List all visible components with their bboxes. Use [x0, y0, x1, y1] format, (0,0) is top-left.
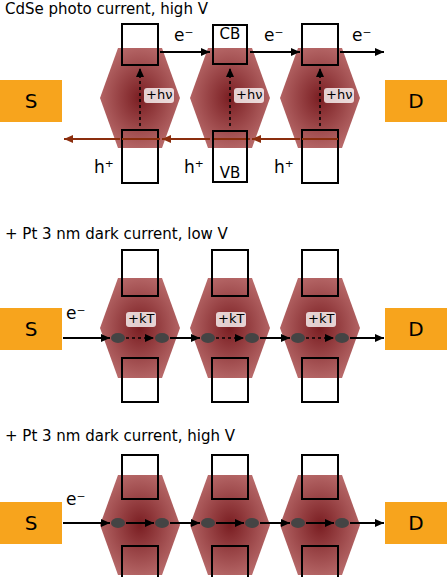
nanocrystal [100, 475, 360, 575]
node-text: D [408, 90, 423, 112]
thermal-energy-label: +kT [126, 312, 156, 327]
nanocrystal [100, 48, 360, 148]
thermal-hop-arrow [126, 337, 334, 339]
electron-arrow [160, 51, 384, 53]
node-text: CB [220, 26, 241, 43]
source-electrode: S [0, 308, 62, 350]
drain-electrode: D [385, 308, 447, 350]
excitation-arrow [140, 68, 320, 126]
electron-arrow [63, 522, 384, 524]
photon-label: +hν [324, 88, 354, 103]
hole-arrow [64, 138, 338, 140]
electron-label: e⁻ [174, 26, 193, 46]
band-box [122, 250, 338, 402]
electron-label: e⁻ [66, 490, 85, 510]
valence-band-box: VB [212, 130, 248, 183]
node-text: VB [220, 165, 241, 182]
drain-electrode: D [385, 502, 447, 544]
band-box [122, 455, 338, 577]
electron-label: e⁻ [264, 26, 283, 46]
electron-arrow [63, 337, 384, 339]
nanocrystal [100, 278, 360, 378]
source-electrode: S [0, 80, 62, 122]
node-text: D [408, 318, 423, 340]
electron-label: e⁻ [352, 26, 371, 46]
hole-label: h⁺ [94, 158, 114, 178]
node-text: S [25, 318, 38, 340]
conduction-band-box: CB [212, 24, 248, 65]
node-text: D [408, 512, 423, 534]
thermal-energy-label: +kT [306, 312, 336, 327]
hole-label: h⁺ [274, 158, 294, 178]
panel-heading: + Pt 3 nm dark current, high V [5, 428, 235, 445]
pt-particle [111, 333, 349, 343]
hole-label: h⁺ [184, 158, 204, 178]
node-text: S [25, 512, 38, 534]
drain-electrode: D [385, 80, 447, 122]
photon-label: +hν [144, 88, 174, 103]
photon-label: +hν [234, 88, 264, 103]
pt-particle [111, 518, 349, 528]
panel-heading: CdSe photo current, high V [5, 1, 208, 18]
band-box [122, 24, 338, 183]
node-text: S [25, 90, 38, 112]
electron-label: e⁻ [66, 304, 85, 324]
thermal-energy-label: +kT [216, 312, 246, 327]
source-electrode: S [0, 502, 62, 544]
panel-heading: + Pt 3 nm dark current, low V [5, 226, 228, 243]
